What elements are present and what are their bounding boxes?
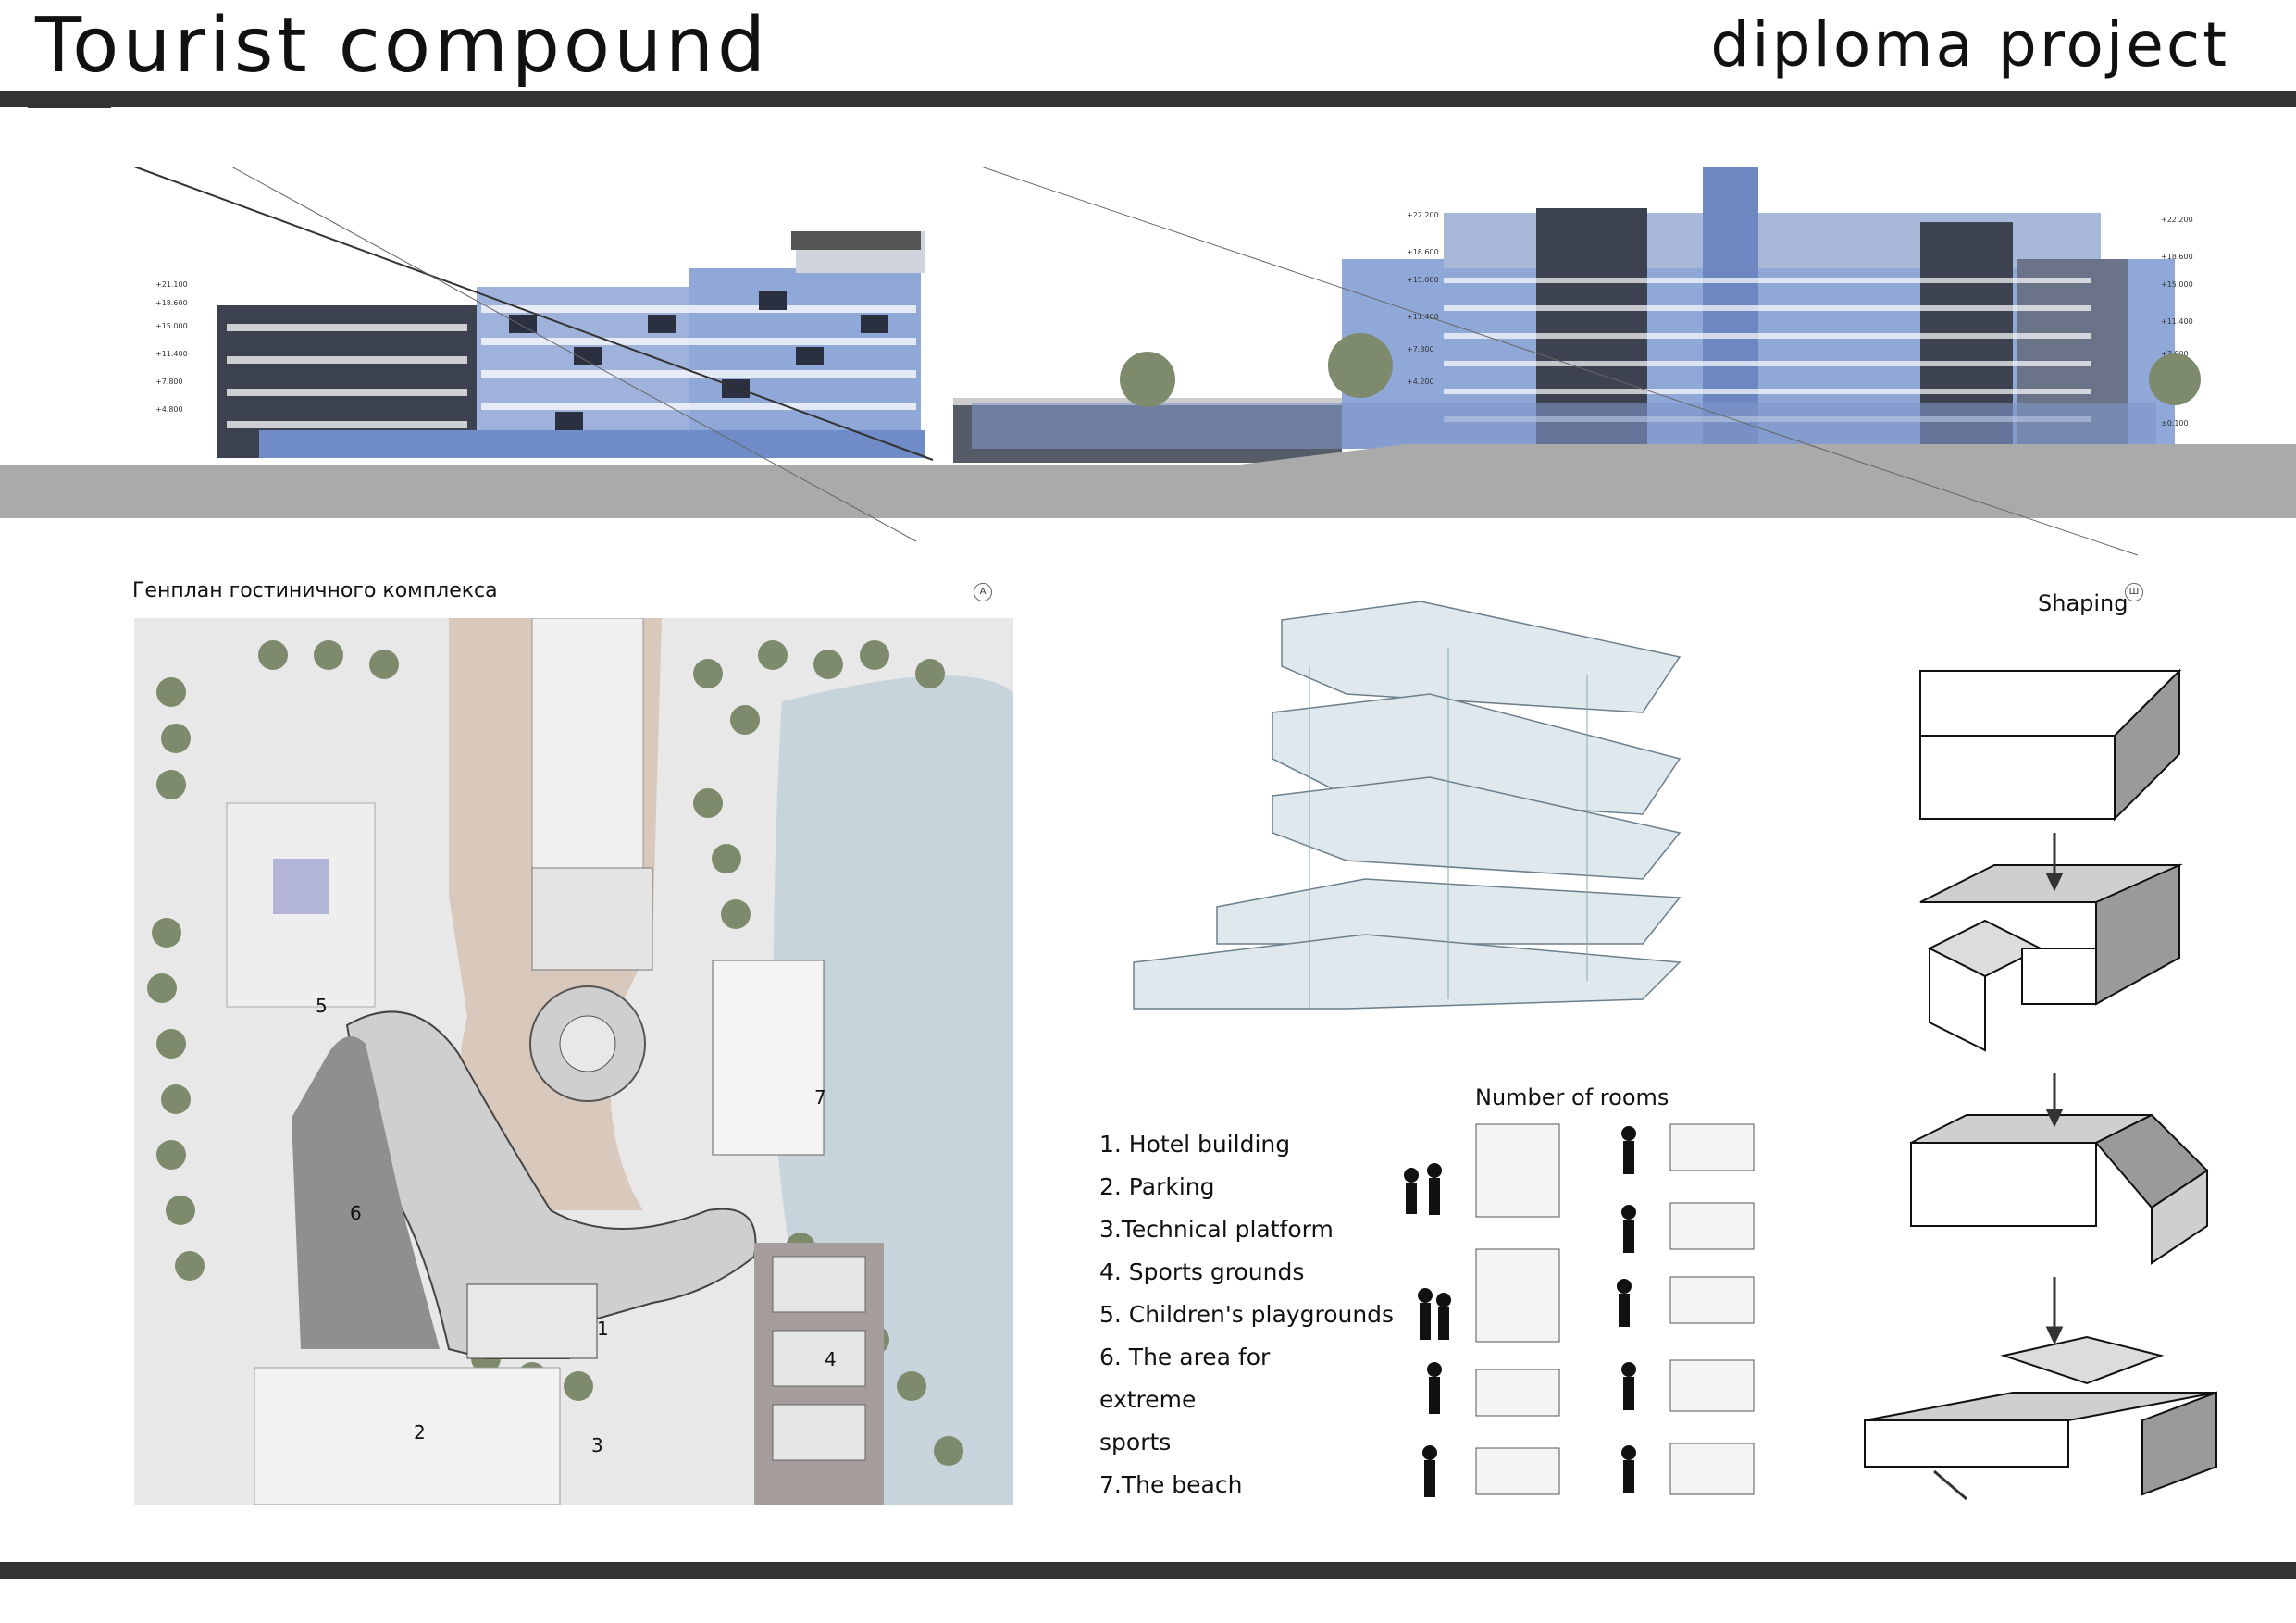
right-elevation: +22.200 +18.600 +15.000 +11.400 +7.800 +… [933,167,2296,518]
legend-item: sports [1099,1429,1172,1456]
elevation-svg: +21.100 +18.600 +15.000 +11.400 +7.800 +… [0,167,2296,556]
elev-mark: +21.100 [155,280,188,289]
legend-item: 4. Sports grounds [1099,1258,1305,1285]
svg-text:+11.400: +11.400 [2161,317,2193,326]
svg-text:+4.800: +4.800 [155,405,183,414]
svg-text:+15.000: +15.000 [155,322,188,330]
svg-text:+11.400: +11.400 [155,350,188,358]
legend-item: 3.Technical platform [1099,1216,1334,1243]
room-plans [1393,1120,1800,1508]
elevation-trees [1120,333,2201,407]
ground-left [0,465,933,518]
hotel-building [345,1010,757,1359]
shaping-svg [1864,668,2217,1501]
zone-label: 1 [597,1318,609,1340]
zone-label: 5 [316,995,328,1017]
svg-text:+11.400: +11.400 [1407,313,1439,321]
beach-structure [712,960,825,1156]
svg-text:+7.800: +7.800 [1407,345,1434,353]
svg-text:+15.000: +15.000 [2161,280,2193,289]
legend-item: 5. Children's playgrounds [1099,1301,1395,1328]
legend-item: 2. Parking [1099,1173,1215,1200]
site-plan-svg: 1 2 3 4 5 6 7 [134,618,1013,1505]
zone-label: 3 [591,1434,603,1456]
zone-label: 7 [814,1086,826,1109]
legend-item: 6. The area for [1099,1344,1271,1370]
page-subtitle: diploma project [1710,9,2229,81]
svg-text:+15.000: +15.000 [1407,276,1439,284]
zone-label: 4 [825,1348,837,1370]
title-underline [28,105,111,108]
elevation-drawings: +21.100 +18.600 +15.000 +11.400 +7.800 +… [0,167,2296,574]
legend-item: extreme [1099,1386,1197,1413]
zone-label: 2 [414,1421,426,1443]
site-plan-title: Генплан гостиничного комплекса [132,579,498,602]
extreme-area [292,1036,440,1349]
svg-text:+18.600: +18.600 [155,299,188,307]
svg-text:+18.600: +18.600 [2161,253,2193,261]
legend-list: 1. Hotel building 2. Parking 3.Technical… [1099,1123,1394,1506]
top-divider-bar [0,91,2296,107]
legend-item: 7.The beach [1099,1471,1243,1498]
svg-text:±0.100: ±0.100 [2161,419,2189,427]
room-plans-svg [1404,1123,1755,1497]
rooms-title: Number of rooms [1475,1084,1669,1110]
shaping-title: Shaping [2038,590,2128,616]
shaping-axis-mark: Ш [2125,583,2143,601]
svg-text:+22.200: +22.200 [1407,211,1439,219]
svg-text:+4.200: +4.200 [1407,378,1434,386]
left-elevation: +21.100 +18.600 +15.000 +11.400 +7.800 +… [155,231,925,458]
svg-text:+18.600: +18.600 [1407,248,1439,256]
parking [254,1367,561,1505]
exploded-axonometry [1124,592,1809,1050]
site-plan: 1 2 3 4 5 6 7 [134,618,1013,1505]
page-title: Tourist compound [35,2,770,90]
plan-axis-mark: А [974,583,992,601]
bottom-divider-bar [0,1562,2296,1579]
zone-label: 6 [350,1202,362,1224]
axonometry-svg [1133,601,1682,1010]
shaping-diagram [1855,652,2253,1513]
legend-item: 1. Hotel building [1099,1131,1291,1158]
svg-text:+22.200: +22.200 [2161,216,2193,224]
svg-text:+7.800: +7.800 [155,378,183,386]
